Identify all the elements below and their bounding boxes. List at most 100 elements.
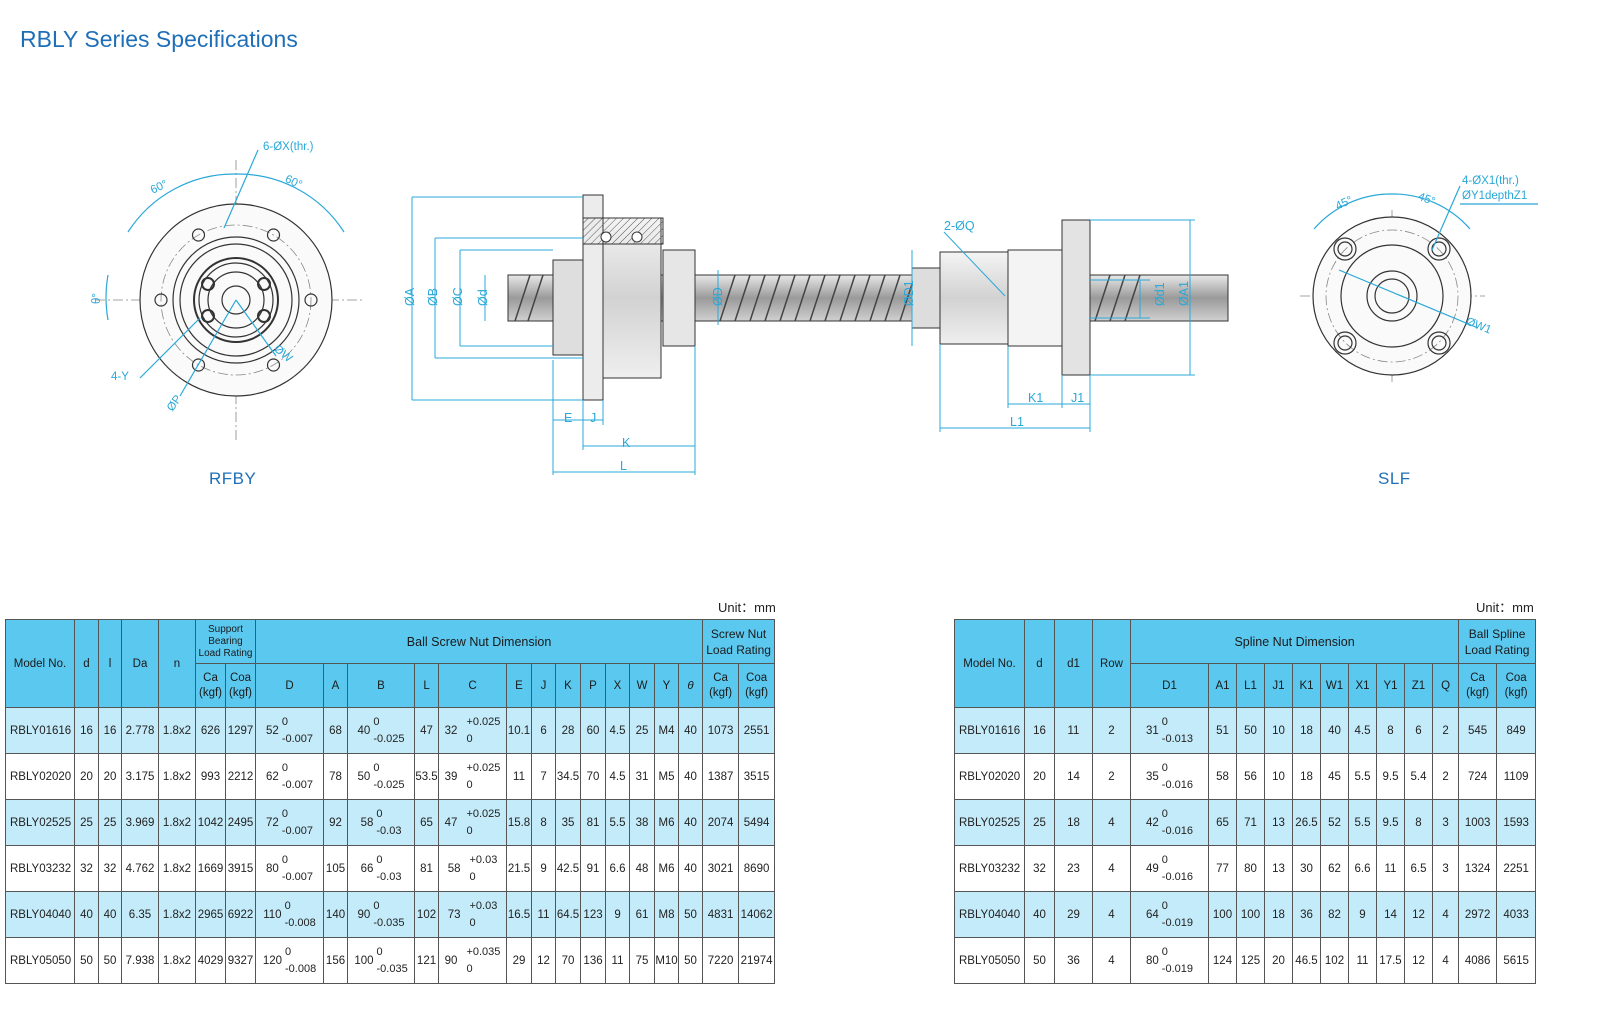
upper-tolerance: +0.03: [469, 853, 498, 866]
col-ball-screw-dimension: Ball Screw Nut Dimension: [255, 619, 704, 664]
col-K1: K1: [1292, 663, 1321, 708]
cell-x: 4.5: [605, 753, 631, 800]
cell-l: 50: [98, 937, 122, 984]
phi-d-small-label: Ød: [476, 289, 490, 306]
nominal-value: 32: [444, 724, 458, 737]
lower-tolerance: 0: [466, 778, 473, 791]
cell-x1: 9: [1348, 891, 1377, 938]
lower-tolerance: -0.016: [1161, 778, 1193, 791]
cell-e: 21.5: [506, 845, 533, 892]
nominal-value: 90: [357, 908, 371, 921]
col-K: K: [555, 663, 582, 708]
tolerance-stack: 0-0.03: [376, 852, 401, 886]
nominal-value: 47: [444, 816, 458, 829]
lower-tolerance: 0: [466, 962, 473, 975]
cell-x1: 5.5: [1348, 799, 1377, 846]
page-title: RBLY Series Specifications: [20, 26, 298, 52]
col-A: A: [323, 663, 349, 708]
cell-ca: 1003: [1458, 799, 1498, 846]
cell-w1: 52: [1320, 799, 1349, 846]
cell-da: 2.778: [121, 707, 159, 754]
cell-coa: 1109: [1496, 753, 1537, 800]
col-E: E: [506, 663, 533, 708]
col-support-coa: Coa (kgf): [224, 663, 257, 708]
col-theta: θ: [678, 663, 704, 708]
cell-n: 1.8x2: [158, 707, 196, 754]
cell-a1: 100: [1208, 891, 1237, 938]
col-A1: A1: [1208, 663, 1237, 708]
cell-theta: 40: [678, 707, 704, 754]
cell-theta: 40: [678, 753, 704, 800]
cell-ca: 2965: [195, 891, 226, 938]
tolerance-stack: 0-0.035: [373, 898, 404, 932]
cell-j1: 13: [1264, 799, 1293, 846]
tolerance-stack: 0-0.008: [285, 898, 316, 932]
cell-coa: 2251: [1496, 845, 1537, 892]
col-L1: L1: [1236, 663, 1265, 708]
cell-j1: 10: [1264, 753, 1293, 800]
cell-p: 136: [580, 937, 607, 984]
cell-nca: 7220: [702, 937, 740, 984]
cell-l: 81: [414, 845, 440, 892]
cell-w: 48: [629, 845, 656, 892]
cell-coa: 9327: [224, 937, 257, 984]
nominal-value: 50: [357, 770, 371, 783]
upper-tolerance: 0: [376, 807, 383, 820]
cell-a: 140: [323, 891, 349, 938]
phi-p-label: ØP: [165, 393, 185, 414]
cell-q: 4: [1431, 937, 1460, 984]
cell-d1: 11: [1054, 707, 1093, 754]
upper-tolerance: 0: [281, 807, 288, 820]
cell-l: 25: [98, 799, 122, 846]
cell-a: 78: [323, 753, 349, 800]
cell-ca: 626: [195, 707, 226, 754]
k-label: K: [622, 436, 631, 450]
cell-d1: 36: [1054, 937, 1093, 984]
cell-l: 20: [98, 753, 122, 800]
side-dimension-lines: [411, 196, 1195, 475]
cell-model: RBLY01616: [954, 707, 1025, 754]
cell-ca: 993: [195, 753, 226, 800]
cell-j: 11: [531, 891, 557, 938]
cell-l: 102: [414, 891, 440, 938]
cell-k1: 18: [1292, 753, 1321, 800]
cell-x1: 5.5: [1348, 753, 1377, 800]
cell-model: RBLY05050: [954, 937, 1025, 984]
tolerance-stack: 0-0.007: [282, 760, 313, 794]
cell-k: 70: [555, 937, 582, 984]
cell-x: 6.6: [605, 845, 631, 892]
angle-45-right-label: 45°: [1416, 191, 1436, 208]
cell-da: 6.35: [121, 891, 159, 938]
cell-d1: 18: [1054, 799, 1093, 846]
cell-theta: 50: [678, 937, 704, 984]
cell-n: 1.8x2: [158, 799, 196, 846]
cell-k: 64.5: [555, 891, 582, 938]
cell-z1: 6: [1404, 707, 1433, 754]
nominal-value: 72: [266, 816, 279, 829]
cell-row: 4: [1092, 937, 1131, 984]
assembly-side-view: [507, 194, 1229, 401]
col-da: Da: [121, 619, 159, 708]
cell-q: 2: [1431, 753, 1460, 800]
rfby-front-view: [95, 149, 365, 440]
cell-d: 32: [74, 845, 99, 892]
lower-tolerance: -0.008: [285, 962, 317, 975]
cell-model: RBLY03232: [5, 845, 75, 892]
